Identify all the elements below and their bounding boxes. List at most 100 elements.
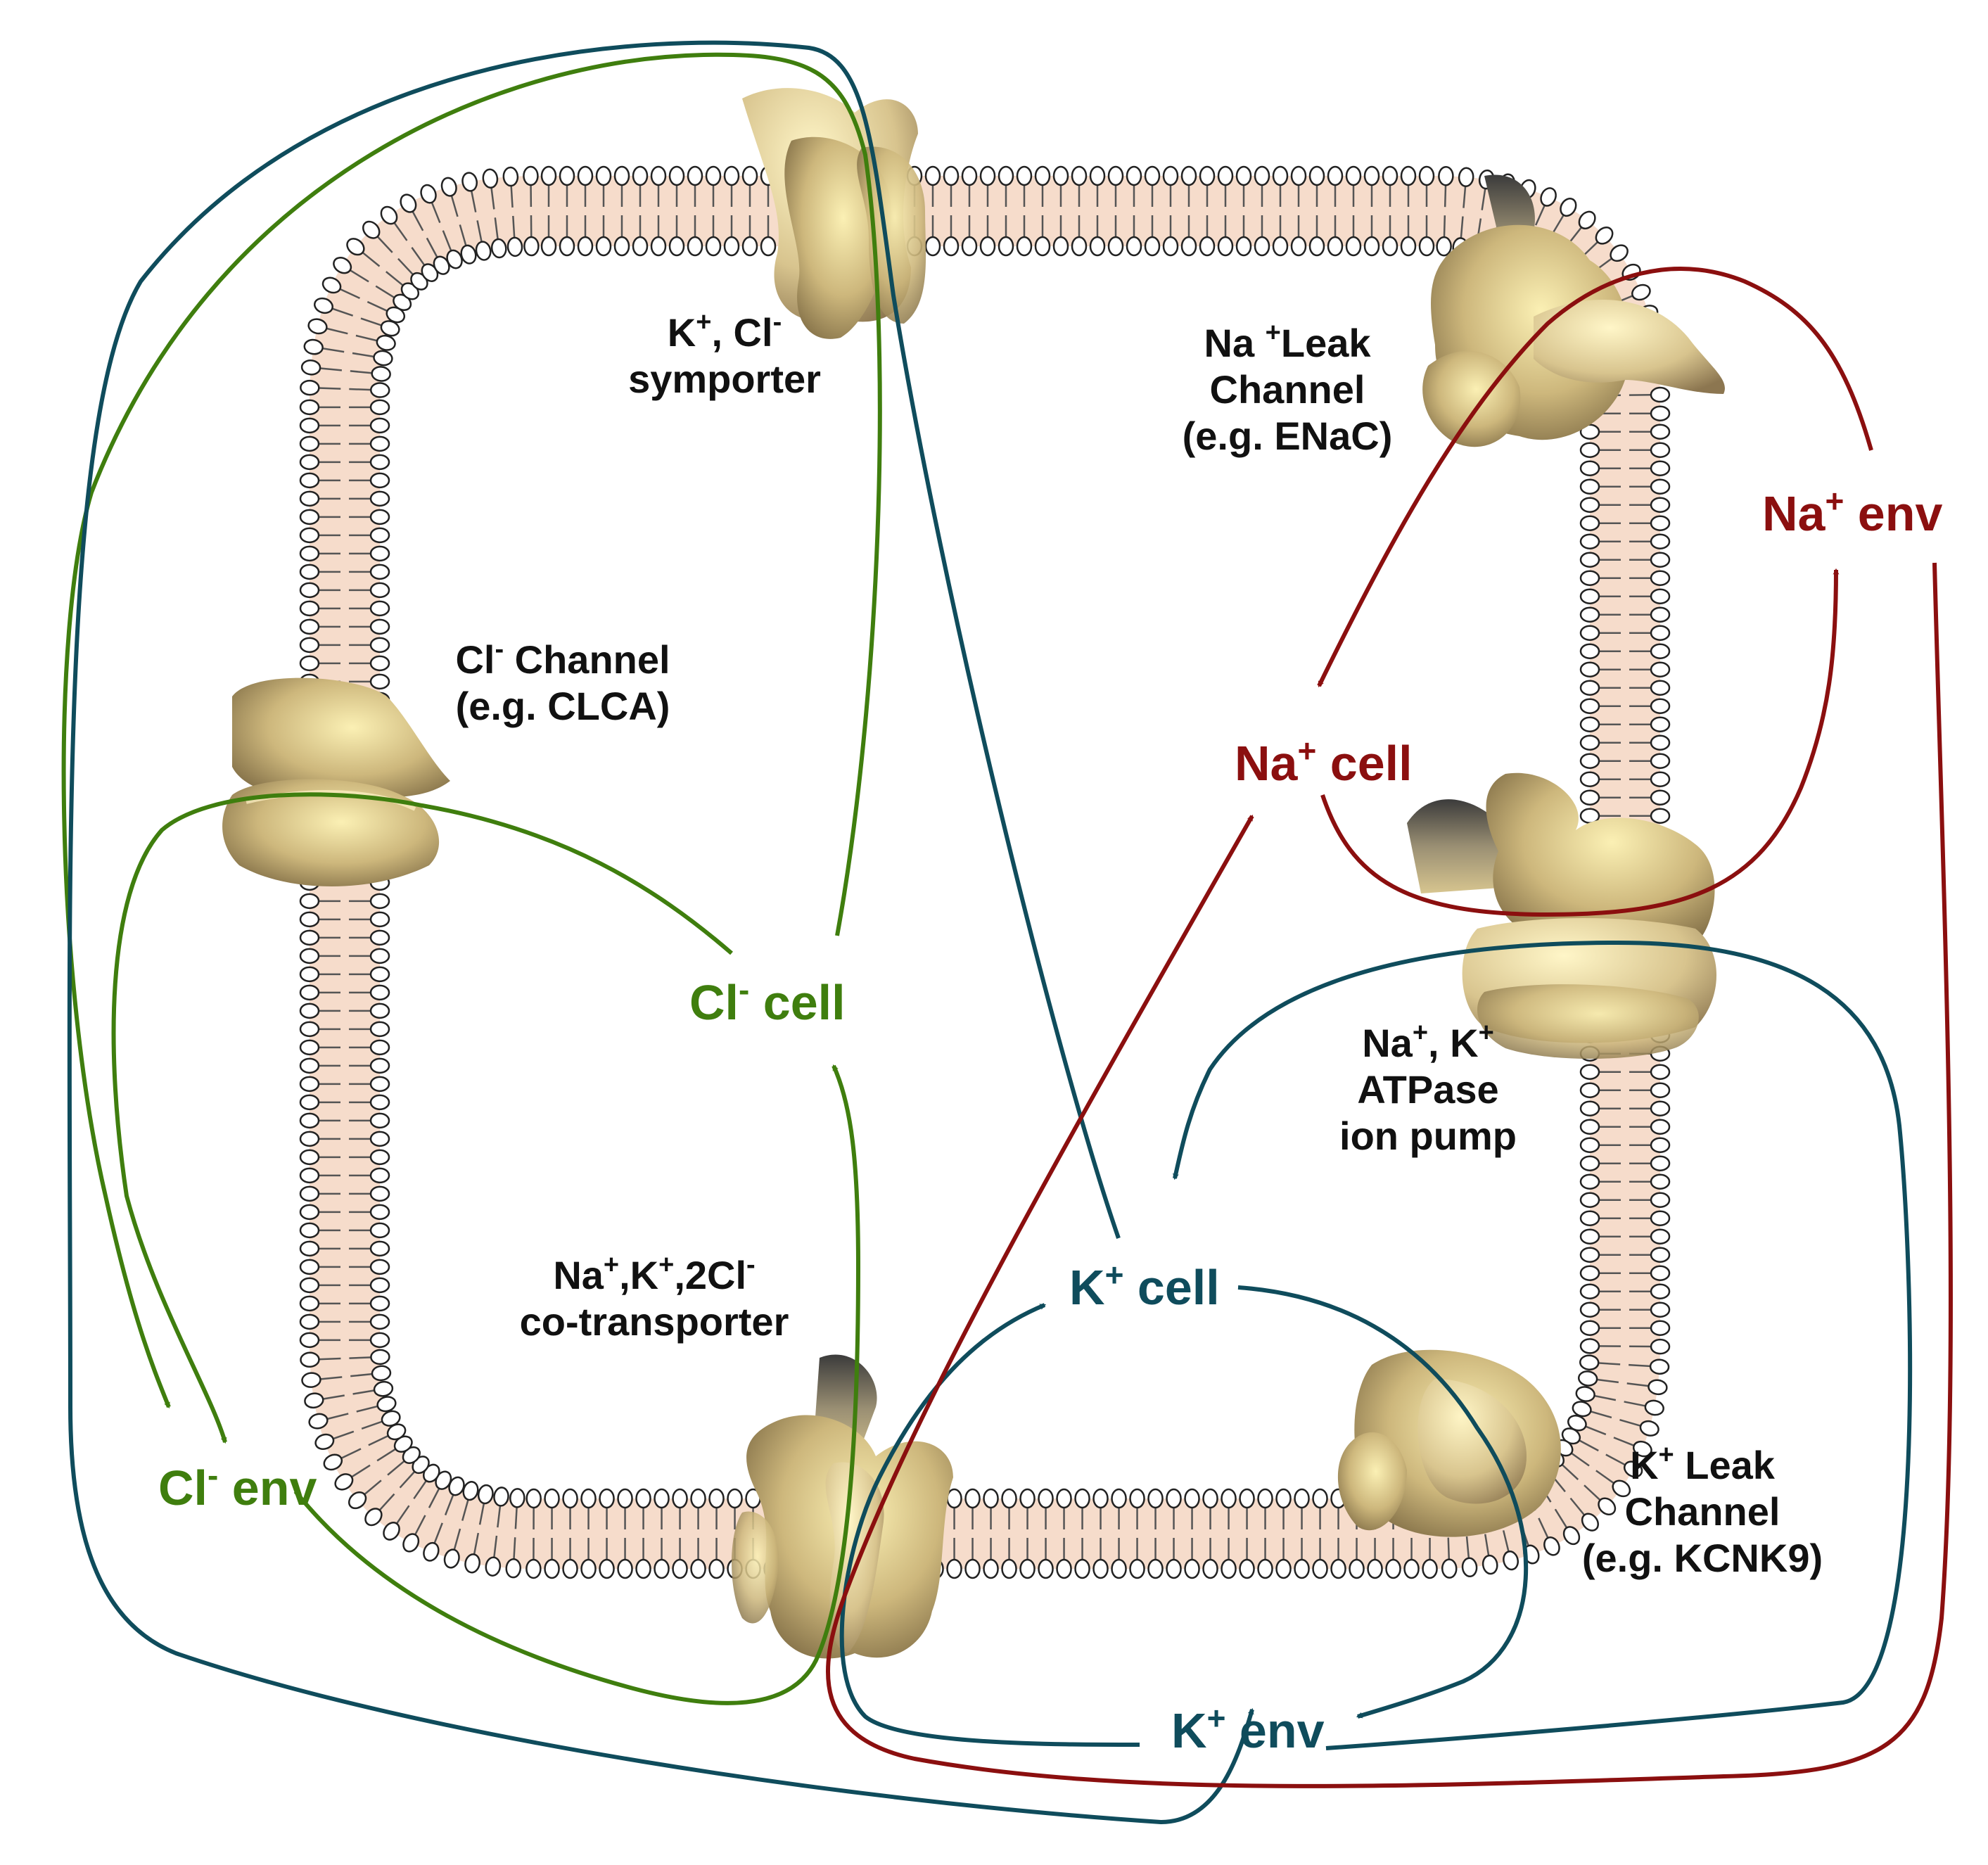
lipid-head (301, 1372, 321, 1388)
lipid-tail (378, 1493, 395, 1512)
lipid-head (1650, 1301, 1671, 1318)
lipid-head (299, 1039, 320, 1056)
lipid-head (523, 236, 540, 257)
lipid-head (482, 168, 499, 189)
lipid-head (369, 1204, 390, 1221)
lipid-head (304, 1392, 324, 1409)
lipid-head (1650, 1119, 1671, 1135)
lipid-tail (1484, 1534, 1490, 1557)
lipid-head (1221, 1558, 1237, 1579)
lipid-head (1272, 165, 1289, 186)
lipid-head (1632, 1440, 1652, 1458)
lipid-head (1540, 187, 1557, 207)
lipid-tail (361, 251, 381, 267)
lipid-head (979, 236, 996, 257)
na-cell-label: Na+ cell (1235, 732, 1413, 791)
lipid-tail (490, 186, 495, 210)
lipid-tail (1589, 1410, 1612, 1419)
lipid-head (562, 1488, 578, 1509)
lipid-tail (368, 1434, 390, 1446)
lipid-head (1312, 1558, 1328, 1579)
lipid-tail (387, 1460, 406, 1476)
lipid-head (1650, 1192, 1671, 1208)
lipid-head (599, 1558, 615, 1579)
lipid-tail (367, 300, 388, 312)
lipid-head (1650, 588, 1671, 604)
cl-channel-path (111, 792, 733, 1444)
lipid-head (1579, 515, 1600, 531)
lipid-head (1217, 165, 1234, 186)
lipid-head (1543, 1536, 1560, 1556)
lipid-head (1327, 165, 1344, 186)
lipid-head (1239, 1488, 1255, 1509)
lipid-head (1418, 165, 1435, 186)
lipid-tail (338, 288, 360, 300)
lipid-head (299, 600, 320, 617)
lipid-head (373, 350, 393, 367)
lipid-head (741, 165, 758, 186)
lipid-head (369, 1021, 390, 1038)
lipid-head (460, 244, 477, 265)
lipid-tail (470, 190, 477, 212)
lipid-head (1126, 236, 1142, 257)
lipid-head (1019, 1558, 1036, 1579)
lipid-head (314, 297, 333, 314)
lipid-head (1038, 1488, 1054, 1509)
nkcc-line1: Na+,K+,2Cl- (553, 1250, 756, 1297)
lipid-tail (1584, 1425, 1607, 1436)
lipid-head (741, 236, 758, 257)
lipid-head (477, 1484, 494, 1505)
lipid-tail (325, 327, 348, 335)
lipid-head (369, 893, 390, 910)
lipid-head (299, 637, 320, 654)
lipid-head (364, 1508, 383, 1527)
lipid-head (1579, 1192, 1600, 1208)
lipid-head (1579, 661, 1600, 677)
lipid-head (998, 165, 1014, 186)
nkcc-label: Na+,K+,2Cl- co-transporter (506, 1252, 802, 1345)
nkcc-na-path (826, 562, 1953, 1788)
lipid-head (376, 1396, 397, 1413)
lipid-head (617, 1488, 633, 1509)
lipid-head (650, 165, 667, 186)
lipid-head (369, 582, 390, 599)
lipid-head (1441, 1558, 1458, 1579)
lipid-head (369, 509, 390, 526)
na-k-atpase-protein (1407, 772, 1716, 1059)
lipid-head (617, 1558, 633, 1579)
lipid-head (723, 236, 740, 257)
lipid-head (1579, 478, 1600, 495)
lipid-head (1129, 1488, 1145, 1509)
lipid-head (1052, 165, 1069, 186)
lipid-head (1312, 1488, 1328, 1509)
lipid-tail (386, 271, 404, 287)
lipid-head (299, 911, 320, 928)
lipid-head (300, 379, 320, 396)
lipid-tail (361, 1420, 383, 1430)
lipid-head (369, 564, 390, 580)
lipid-head (369, 417, 390, 434)
lipid-tail (442, 230, 452, 252)
lipid-head (369, 399, 390, 416)
lipid-head (687, 165, 703, 186)
lipid-head (1111, 1558, 1127, 1579)
lipid-tail (473, 1532, 480, 1555)
lipid-head (509, 1488, 525, 1508)
lipid-head (540, 236, 557, 257)
lipid-tail (360, 317, 383, 327)
lipid-tail (1598, 1362, 1621, 1366)
lipid-head (1650, 1338, 1671, 1355)
lipid-head (1019, 1488, 1036, 1509)
lipid-tail (321, 347, 345, 353)
lipid-head (369, 911, 390, 928)
lipid-head (299, 1021, 320, 1038)
lipid-head (440, 177, 457, 197)
lipid-head (369, 1222, 390, 1239)
atpase-na-path (1320, 568, 1840, 917)
lipid-head (299, 399, 320, 416)
na-leak-line2: Channel (1209, 367, 1365, 412)
lipid-head (1650, 1320, 1671, 1336)
lipid-head (1345, 236, 1362, 257)
lipid-head (321, 276, 342, 294)
lipid-head (1598, 1497, 1617, 1515)
